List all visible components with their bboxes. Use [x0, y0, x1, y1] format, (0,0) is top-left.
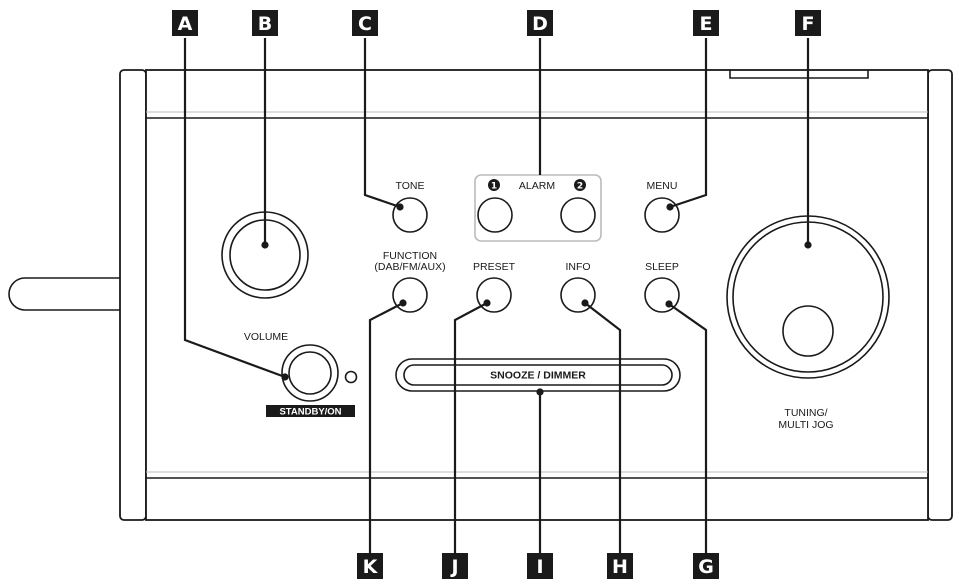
menu-label: MENU: [647, 180, 678, 192]
function-button[interactable]: [392, 277, 428, 313]
callout-h: H: [607, 553, 633, 579]
leader-lines: [183, 38, 812, 560]
svg-text:C: C: [358, 13, 372, 35]
volume-knob[interactable]: [281, 344, 339, 402]
preset-label: PRESET: [473, 261, 516, 273]
svg-text:A: A: [178, 13, 193, 35]
info-label: INFO: [565, 261, 590, 273]
alarm1-number: 1: [491, 182, 497, 192]
menu-button[interactable]: [644, 197, 680, 233]
antenna: [8, 277, 122, 311]
standby-led: [344, 370, 358, 384]
knob-b[interactable]: [221, 211, 309, 299]
svg-text:G: G: [698, 556, 714, 578]
function-sub-label: (DAB/FM/AUX): [374, 261, 445, 273]
callout-badges: A B C D E F G H I J K: [172, 10, 821, 579]
callout-k: K: [357, 553, 383, 579]
controls: [221, 174, 890, 402]
svg-text:K: K: [363, 556, 379, 578]
callout-j: J: [442, 553, 468, 579]
tone-label: TONE: [396, 180, 425, 192]
svg-text:F: F: [802, 13, 815, 35]
alarm1-button[interactable]: [477, 197, 513, 233]
preset-button[interactable]: [476, 277, 512, 313]
svg-text:E: E: [700, 13, 713, 35]
panel-labels: TONE ALARM MENU FUNCTION (DAB/FM/AUX) PR…: [244, 180, 834, 431]
callout-b: B: [252, 10, 278, 36]
volume-label: VOLUME: [244, 331, 288, 343]
tuning-label: TUNING/: [784, 407, 827, 419]
svg-text:D: D: [532, 13, 548, 35]
sleep-label: SLEEP: [645, 261, 679, 273]
callout-i: I: [527, 553, 553, 579]
svg-text:H: H: [612, 556, 628, 578]
alarm-number-badges: 1 2: [488, 179, 586, 192]
snooze-label: SNOOZE / DIMMER: [490, 370, 586, 382]
svg-text:B: B: [258, 13, 272, 35]
callout-a: A: [172, 10, 198, 36]
alarm-group-frame: [474, 174, 602, 242]
callout-d: D: [527, 10, 553, 36]
alarm-label: ALARM: [519, 180, 555, 192]
function-label: FUNCTION: [383, 250, 437, 262]
snooze-dimmer-bar[interactable]: [395, 358, 681, 392]
callout-f: F: [795, 10, 821, 36]
standby-label: STANDBY/ON: [279, 407, 341, 418]
callout-c: C: [352, 10, 378, 36]
callout-g: G: [693, 553, 719, 579]
tuning-jog-dial[interactable]: [726, 215, 890, 379]
alarm2-number: 2: [577, 182, 583, 192]
alarm2-button[interactable]: [560, 197, 596, 233]
svg-text:I: I: [536, 556, 543, 578]
tuning-sub-label: MULTI JOG: [778, 419, 833, 431]
svg-text:J: J: [449, 556, 458, 578]
tone-button[interactable]: [392, 197, 428, 233]
callout-e: E: [693, 10, 719, 36]
